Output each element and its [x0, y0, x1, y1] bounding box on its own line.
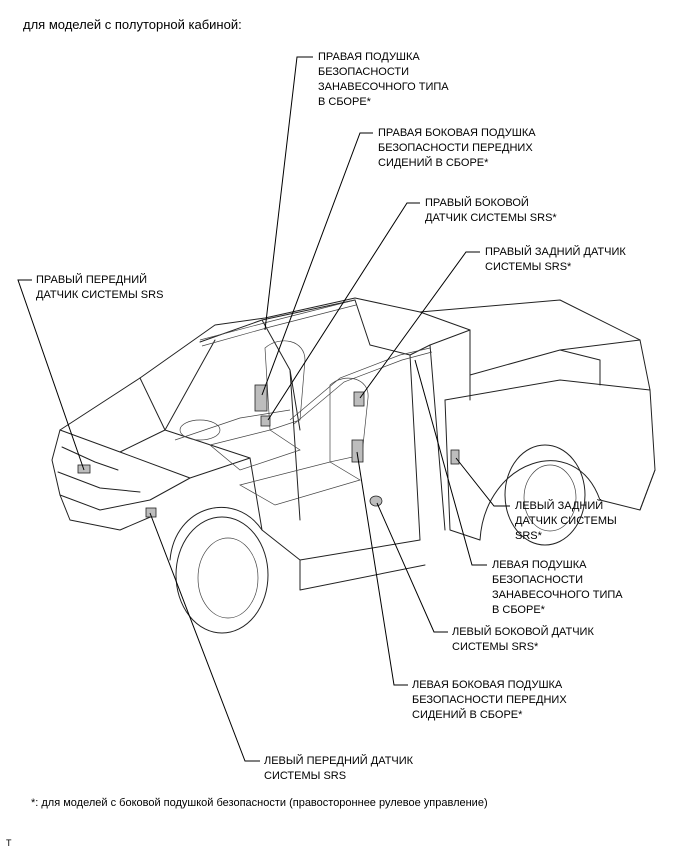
label-right-side-airbag: ПРАВАЯ БОКОВАЯ ПОДУШКА БЕЗОПАСНОСТИ ПЕРЕ…	[378, 127, 536, 169]
left-side-sensor-part	[369, 495, 383, 507]
label-left-side-sensor: ЛЕВЫЙ БОКОВОЙ ДАТЧИК СИСТЕМЫ SRS*	[452, 626, 594, 653]
label-left-side-airbag: ЛЕВАЯ БОКОВАЯ ПОДУШКА БЕЗОПАСНОСТИ ПЕРЕД…	[412, 679, 567, 721]
label-left-rear-sensor: ЛЕВЫЙ ЗАДНИЙ ДАТЧИК СИСТЕМЫ SRS*	[515, 500, 617, 542]
label-right-side-sensor: ПРАВЫЙ БОКОВОЙ ДАТЧИК СИСТЕМЫ SRS*	[425, 197, 557, 224]
left-rear-sensor-part	[450, 449, 460, 465]
page-title: для моделей с полуторной кабиной:	[23, 17, 242, 32]
right-side-sensor-part	[260, 415, 271, 427]
truck-body	[51, 297, 656, 634]
leader-lines	[17, 56, 510, 762]
right-rear-sensor-part	[353, 391, 365, 407]
label-left-curtain-airbag: ЛЕВАЯ ПОДУШКА БЕЗОПАСНОСТИ ЗАНАВЕСОЧНОГО…	[492, 559, 623, 616]
label-right-front-sensor: ПРАВЫЙ ПЕРЕДНИЙ ДАТЧИК СИСТЕМЫ SRS	[36, 274, 164, 301]
left-side-airbag-part	[351, 439, 364, 463]
label-right-rear-sensor: ПРАВЫЙ ЗАДНИЙ ДАТЧИК СИСТЕМЫ SRS*	[485, 246, 626, 273]
label-left-front-sensor: ЛЕВЫЙ ПЕРЕДНИЙ ДАТЧИК СИСТЕМЫ SRS	[264, 755, 414, 782]
footnote: *: для моделей с боковой подушкой безопа…	[31, 797, 488, 809]
label-right-curtain-airbag: ПРАВАЯ ПОДУШКА БЕЗОПАСНОСТИ ЗАНАВЕСОЧНОГ…	[318, 51, 449, 108]
corner-mark: T	[6, 838, 12, 848]
right-side-airbag-part	[254, 384, 268, 412]
